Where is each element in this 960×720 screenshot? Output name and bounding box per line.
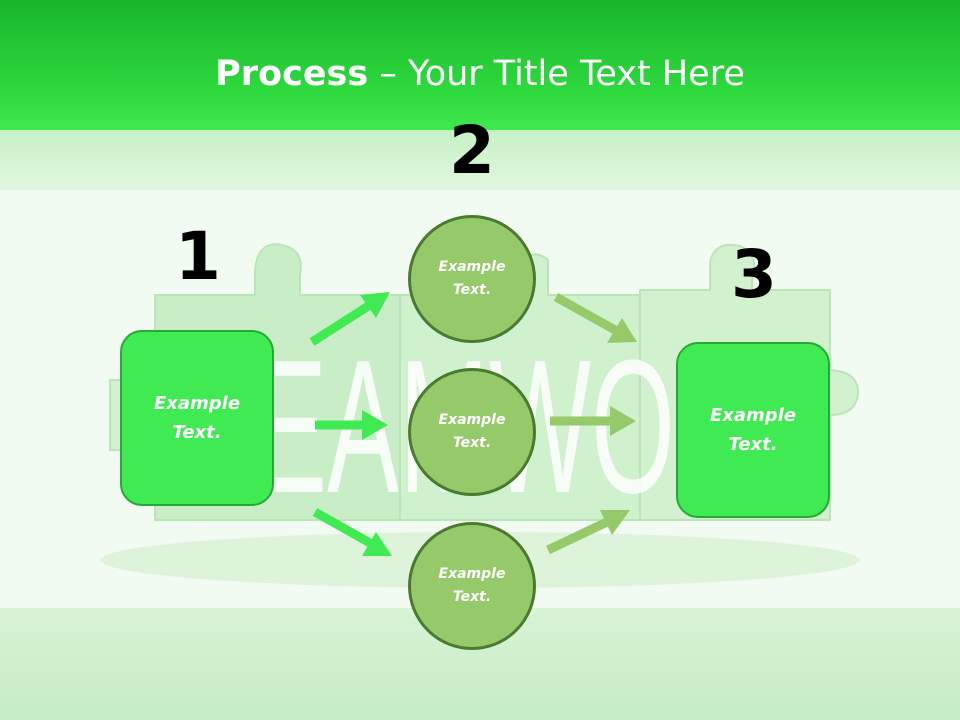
step-2-circle-middle-text: Example Text. [438,412,506,451]
slide-title: Process – Your Title Text Here [0,52,960,96]
step-2-circle-bottom: Example Text. [408,522,536,650]
header-band [0,0,960,130]
step-number-2: 2 [449,112,495,189]
step-2-circle-bottom-text: Example Text. [438,566,506,605]
step-1-box-text: Example Text. [153,393,241,443]
title-bold: Process [215,54,369,94]
title-rest: – Your Title Text Here [368,54,745,94]
arrow-2-to-3-bottom [546,510,630,555]
arrow-1-to-2-top [309,292,390,346]
top-band [0,130,960,190]
step-1-box: Example Text. [120,330,274,506]
arrow-1-to-2-middle [315,410,388,440]
step-3-box: Example Text. [676,342,830,518]
step-number-3: 3 [731,236,777,313]
step-2-circle-top-text: Example Text. [438,259,506,298]
arrow-2-to-3-middle [550,406,636,436]
step-3-box-text: Example Text. [709,405,797,455]
step-number-1: 1 [175,218,221,295]
arrow-1-to-2-bottom [312,508,392,556]
step-2-circle-middle: Example Text. [408,368,536,496]
arrow-2-to-3-top [553,293,637,343]
step-2-circle-top: Example Text. [408,215,536,343]
